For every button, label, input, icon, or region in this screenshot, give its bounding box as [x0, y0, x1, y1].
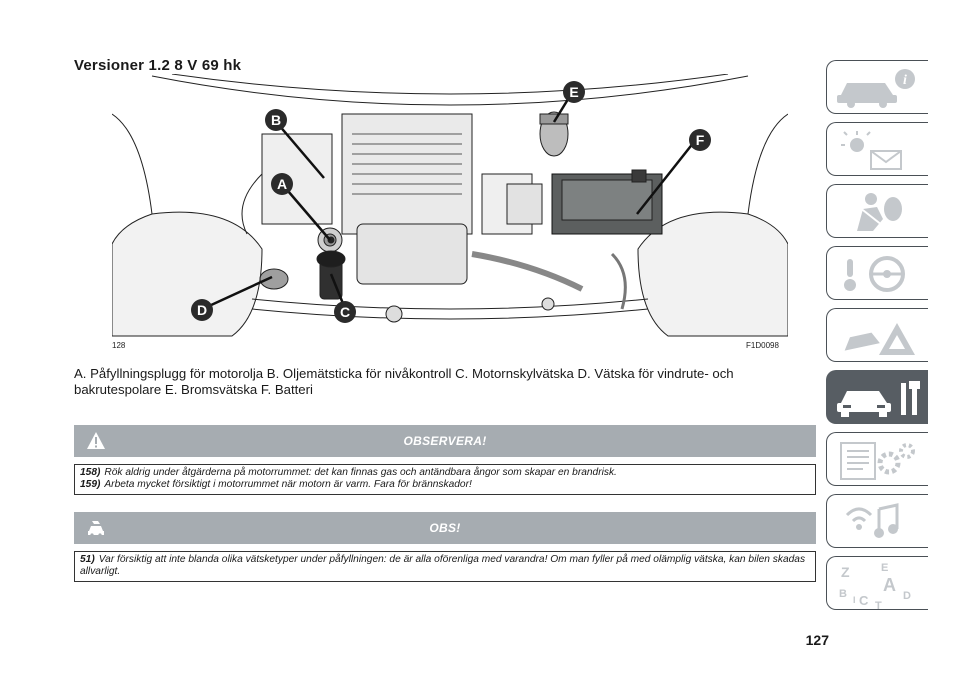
- svg-text:i: i: [903, 73, 907, 88]
- figure-number: 128: [112, 341, 126, 350]
- tab-index[interactable]: Z E A B D C T I: [826, 556, 928, 611]
- multimedia-icon: [845, 503, 899, 538]
- warning-title: OBSERVERA!: [403, 434, 487, 448]
- note-title: OBS!: [429, 521, 461, 535]
- callout-f: F: [696, 132, 705, 148]
- note-banner: OBS!: [74, 512, 816, 544]
- svg-text:I: I: [853, 595, 856, 605]
- engine-bay-figure: A B C D E F: [112, 74, 788, 337]
- callout-b: B: [271, 112, 281, 128]
- callout-c: C: [340, 304, 350, 320]
- svg-text:C: C: [859, 593, 869, 608]
- warning-triangle-icon: [87, 432, 105, 449]
- warning-item: 159)Arbeta mycket försiktigt i motorrumm…: [80, 479, 472, 490]
- caption-line-1: A. Påfyllningsplugg för motorolja B. Olj…: [74, 366, 734, 381]
- tab-multimedia[interactable]: [826, 494, 928, 548]
- tab-safety[interactable]: [826, 184, 928, 238]
- warning-lights-icon: [841, 131, 902, 170]
- page-number: 127: [805, 632, 829, 648]
- note-box: 51)Var försiktig att inte blanda olika v…: [74, 551, 816, 582]
- svg-text:T: T: [875, 600, 882, 611]
- tab-emergency[interactable]: [826, 308, 928, 362]
- section-title: Versioner 1.2 8 V 69 hk: [74, 57, 242, 74]
- tab-maintenance[interactable]: [826, 370, 928, 424]
- tab-car-info[interactable]: i: [826, 60, 928, 114]
- warning-box: 158)Rök aldrig under åtgärderna på motor…: [74, 464, 816, 495]
- car-note-icon: [88, 521, 104, 537]
- warning-item: 158)Rök aldrig under åtgärderna på motor…: [80, 467, 617, 478]
- svg-text:E: E: [881, 562, 888, 574]
- svg-text:Z: Z: [841, 564, 850, 580]
- callout-d: D: [197, 302, 207, 318]
- svg-text:B: B: [839, 588, 847, 600]
- figure-caption: A. Påfyllningsplugg för motorolja B. Olj…: [74, 366, 814, 398]
- safety-airbag-icon: [857, 193, 902, 231]
- caption-line-2: bakrutespolare E. Bromsvätska F. Batteri: [74, 382, 313, 397]
- index-icon: Z E A B D C T I: [839, 562, 911, 611]
- tab-warning-lights[interactable]: [826, 122, 928, 176]
- emergency-icon: [844, 323, 915, 355]
- figure-code: F1D0098: [746, 341, 779, 350]
- technical-data-icon: [840, 442, 915, 480]
- svg-text:D: D: [903, 590, 911, 602]
- tab-technical-data[interactable]: [826, 432, 928, 486]
- callout-e: E: [569, 84, 578, 100]
- tab-steering[interactable]: [826, 246, 928, 300]
- svg-text:A: A: [883, 575, 896, 595]
- note-item: 51)Var försiktig att inte blanda olika v…: [80, 554, 806, 577]
- warning-banner: OBSERVERA!: [74, 425, 816, 457]
- car-info-icon: i: [837, 69, 915, 108]
- callout-a: A: [277, 176, 287, 192]
- steering-start-icon: [844, 256, 905, 292]
- car-maintenance-icon: [837, 381, 920, 417]
